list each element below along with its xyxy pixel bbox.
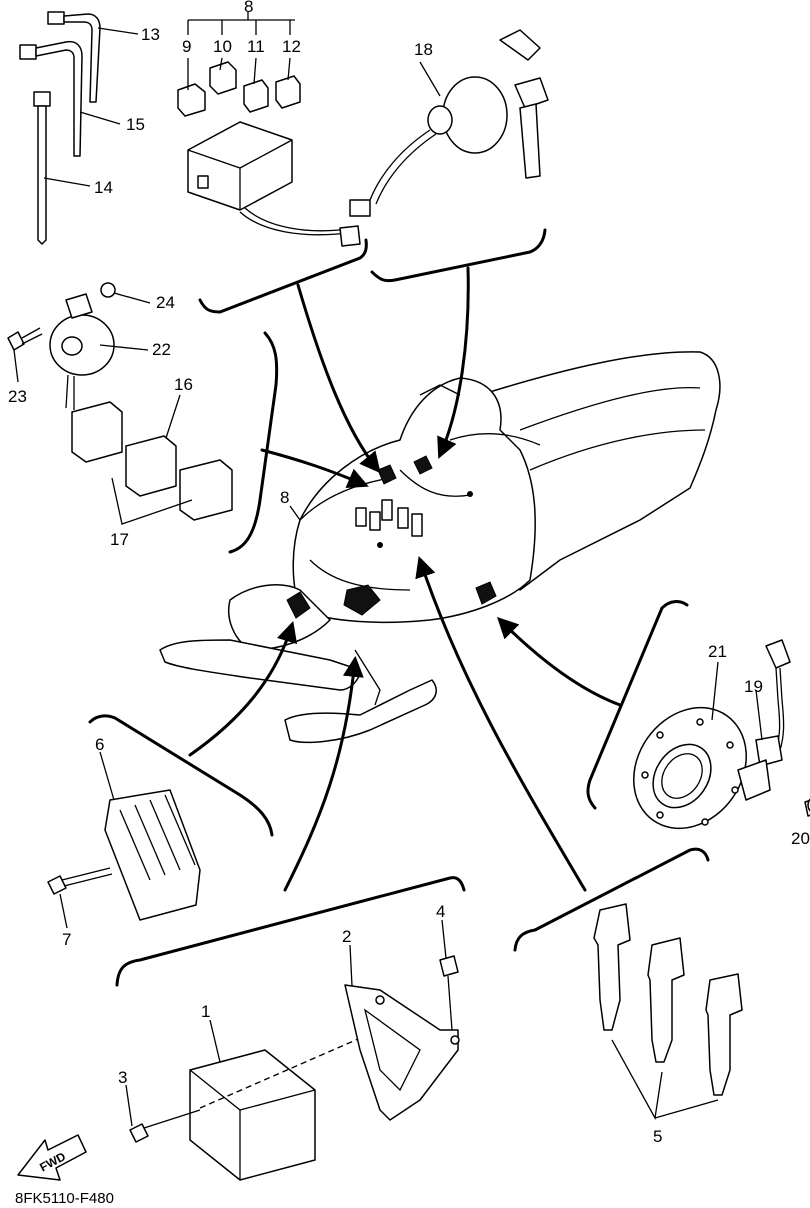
diagram-code: 8FK5110-F480 — [15, 1190, 114, 1207]
trigger-plate — [633, 706, 747, 830]
callout-1: 1 — [201, 1002, 210, 1021]
spark-plug-caps — [593, 903, 743, 1120]
callout-19: 19 — [744, 677, 763, 696]
callout-20: 20 — [791, 829, 810, 848]
callout-11: 11 — [247, 37, 265, 56]
cable-ties — [19, 11, 101, 245]
callout-5: 5 — [653, 1127, 662, 1146]
callout-8-center: 8 — [280, 488, 289, 507]
connection-arrows — [188, 266, 622, 892]
callout-leaders — [13, 27, 763, 1127]
ignition-coil — [7, 282, 116, 410]
callout-22: 22 — [152, 340, 171, 359]
snowmobile-body — [159, 351, 721, 744]
cdi-unit — [129, 1011, 421, 1181]
group-brackets — [88, 228, 710, 987]
pickup-coil — [737, 639, 810, 817]
callout-3: 3 — [118, 1068, 127, 1087]
callout-9: 9 — [182, 37, 191, 56]
fwd-arrow-icon: FWD — [17, 1134, 87, 1181]
callout-12: 12 — [282, 37, 301, 56]
callout-18: 18 — [414, 40, 433, 59]
callout-15: 15 — [126, 115, 145, 134]
callout-10: 10 — [213, 37, 232, 56]
callout-6: 6 — [95, 735, 104, 754]
callout-24: 24 — [156, 293, 175, 312]
callout-14: 14 — [94, 178, 113, 197]
callout-21: 21 — [708, 642, 727, 661]
callout-numbers: 13 8 9 10 11 12 18 15 14 24 22 23 16 17 … — [8, 0, 810, 1146]
callout-4: 4 — [436, 902, 445, 921]
callout-23: 23 — [8, 387, 27, 406]
fuse-box — [177, 12, 361, 247]
callout-7: 7 — [62, 930, 71, 949]
main-switch — [349, 29, 549, 217]
rectifier-regulator — [47, 789, 201, 921]
callout-13: 13 — [141, 25, 160, 44]
callout-16: 16 — [174, 375, 193, 394]
cdi-bracket — [344, 955, 460, 1121]
relays — [71, 401, 233, 525]
callout-17: 17 — [110, 530, 129, 549]
callout-2: 2 — [342, 927, 351, 946]
callout-8-top: 8 — [244, 0, 253, 16]
